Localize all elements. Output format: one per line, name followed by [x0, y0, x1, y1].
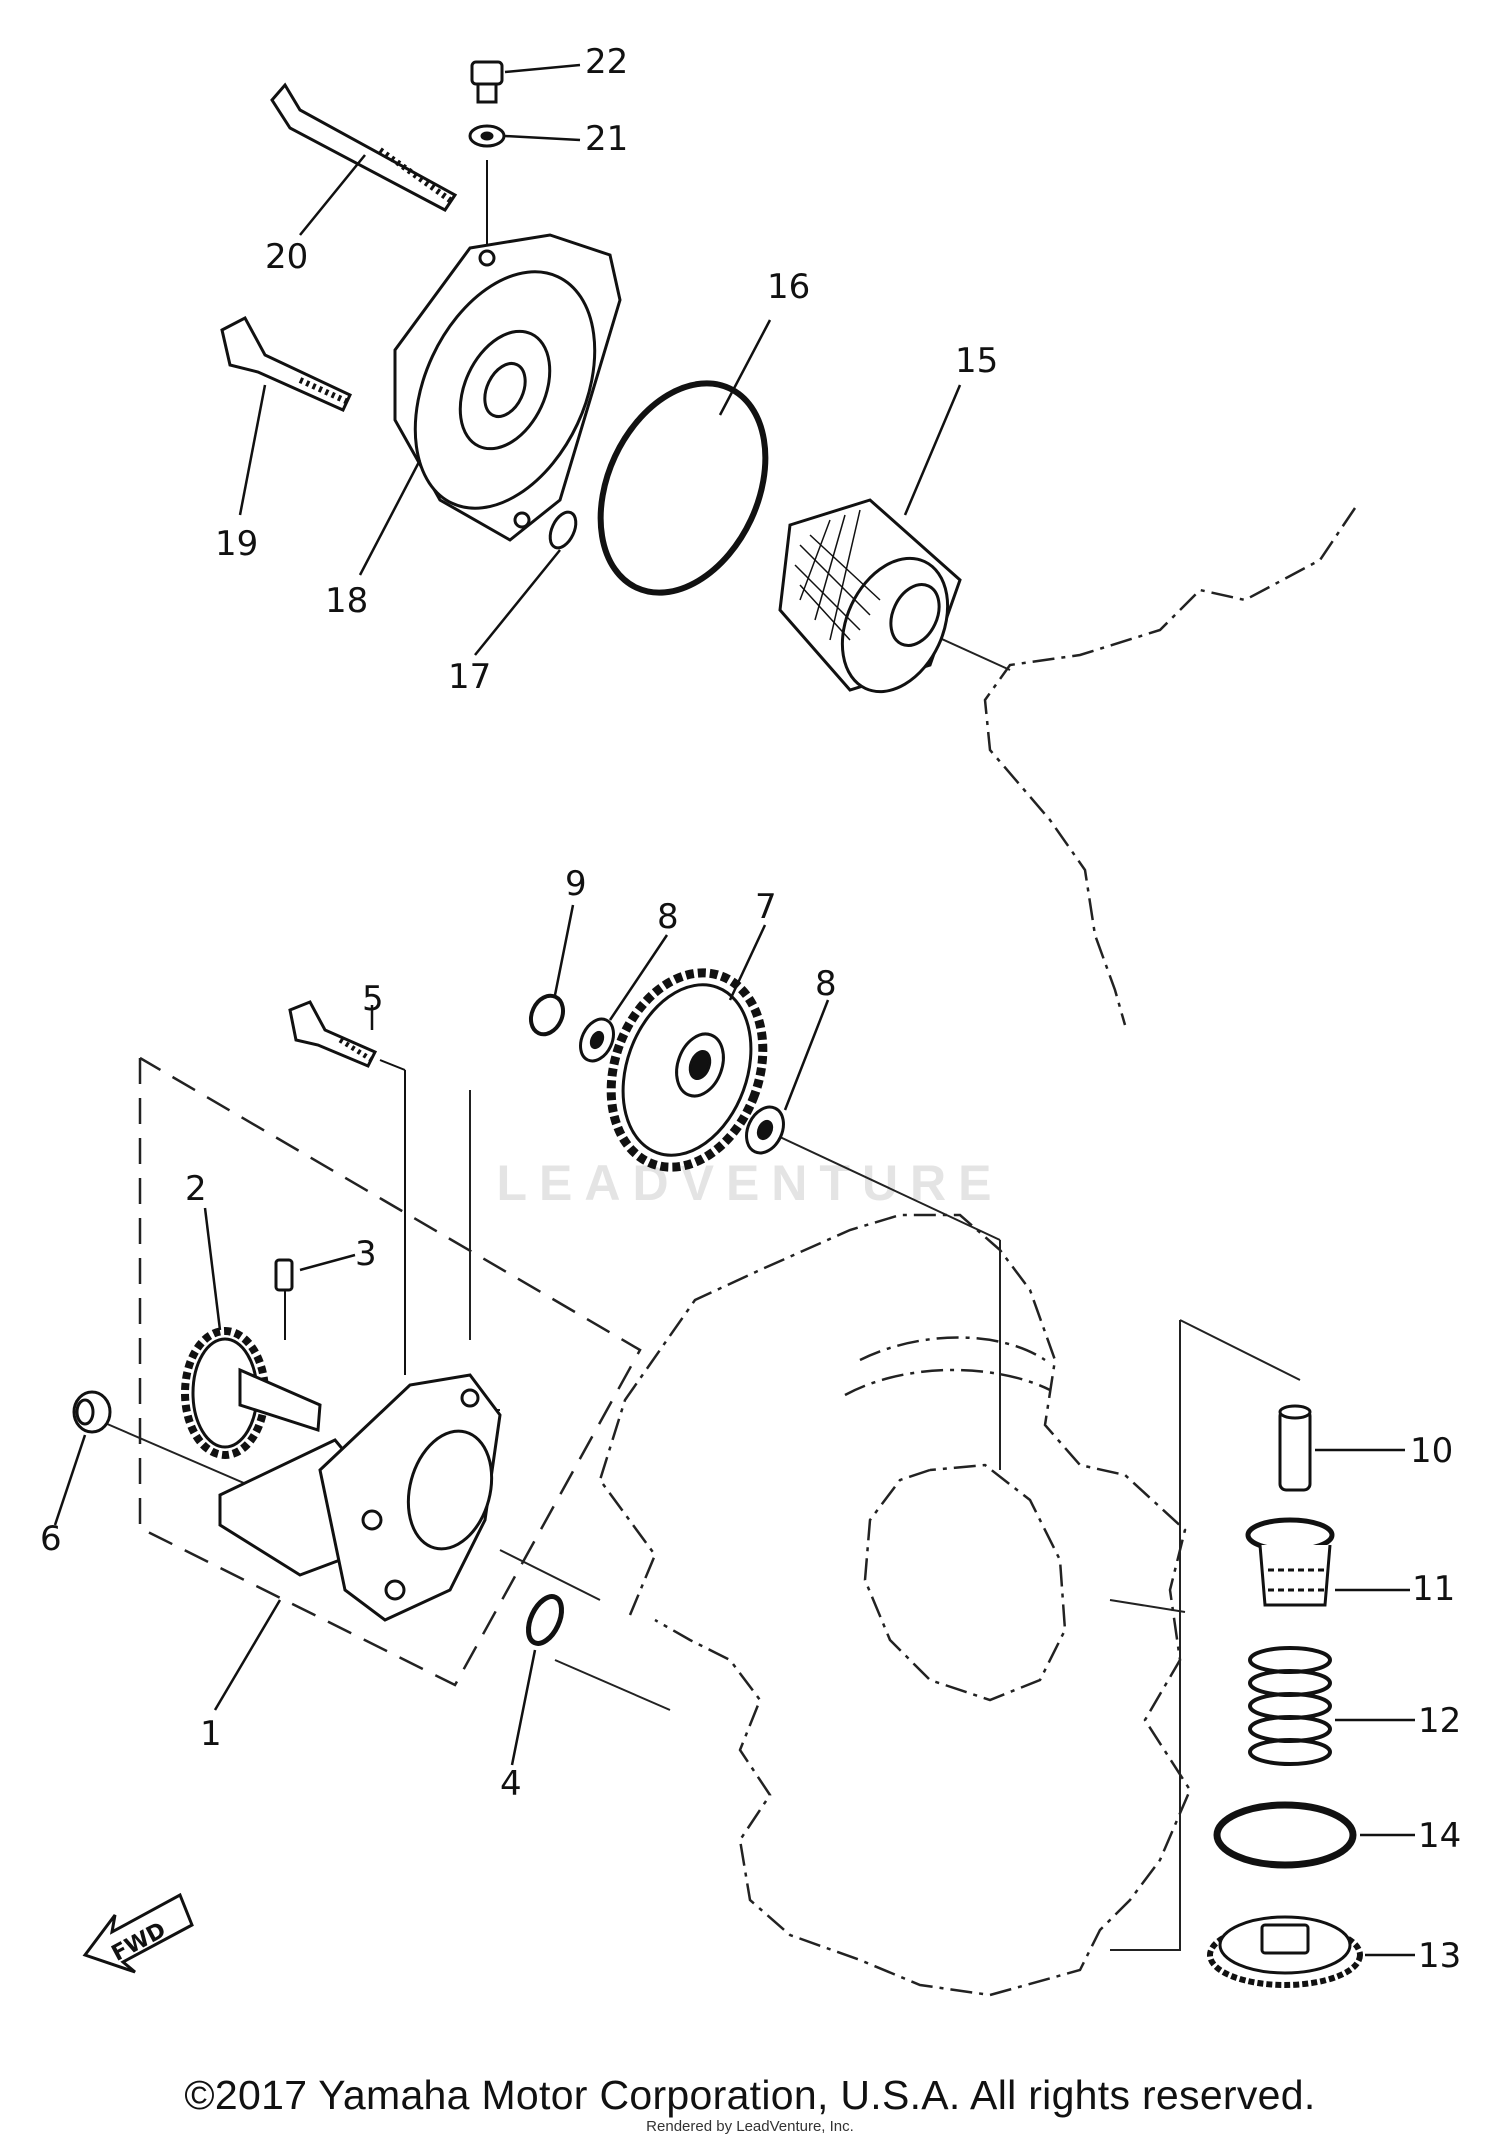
callout-8a: 8	[657, 897, 679, 937]
callout-21: 21	[585, 119, 628, 159]
pump-assembly-box	[138, 1056, 642, 1687]
crankcase-outline	[598, 507, 1357, 1997]
fwd-arrow-icon: FWD	[82, 1892, 194, 1974]
strainer-11	[1245, 1517, 1335, 1607]
callout-2: 2	[185, 1169, 207, 1209]
callout-22: 22	[585, 42, 628, 82]
callout-16: 16	[767, 267, 810, 307]
callout-12: 12	[1418, 1701, 1461, 1741]
callout-9: 9	[565, 864, 587, 904]
pin-3	[274, 1258, 294, 1292]
circlip-9	[528, 993, 566, 1037]
bolt-19	[220, 315, 352, 412]
callout-17: 17	[448, 657, 491, 697]
bushing-6	[72, 1390, 112, 1434]
callout-4: 4	[500, 1764, 522, 1804]
spring-12	[1248, 1646, 1332, 1766]
pump-gear-2	[181, 1327, 322, 1459]
snap-ring-4	[525, 1594, 565, 1646]
callout-6: 6	[40, 1519, 62, 1559]
oil-pump-1	[218, 1373, 502, 1622]
callout-15: 15	[955, 341, 998, 381]
o-ring-16	[597, 380, 769, 596]
callout-labels: 22 21 20 19 18 17 16 15 9 8 7 8 5 2 3 6 …	[40, 42, 1461, 1976]
rendered-by-notice: Rendered by LeadVenture, Inc.	[646, 2118, 854, 2135]
washer-8a	[579, 1017, 615, 1063]
callout-leaders	[53, 63, 1415, 1957]
drain-plug-13	[1207, 1915, 1363, 1988]
o-ring-14	[1213, 1801, 1357, 1869]
callout-3: 3	[355, 1234, 377, 1274]
washer-8b	[745, 1105, 785, 1155]
watermark: LEADVENTURE	[496, 1155, 1003, 1211]
callout-5: 5	[362, 979, 384, 1019]
callout-19: 19	[215, 524, 258, 564]
oil-filter-15	[778, 498, 962, 694]
callout-1: 1	[200, 1714, 222, 1754]
bolt-22	[470, 60, 504, 104]
callout-10: 10	[1410, 1431, 1453, 1471]
long-bolt-20	[270, 82, 458, 212]
callout-7: 7	[755, 887, 777, 927]
callout-14: 14	[1418, 1816, 1461, 1856]
gear-7	[606, 968, 768, 1172]
callout-13: 13	[1418, 1936, 1461, 1976]
bolt-5	[288, 1000, 378, 1068]
filter-cover-18	[393, 233, 622, 542]
o-ring-17	[548, 510, 578, 550]
callout-20: 20	[265, 237, 308, 277]
callout-11: 11	[1412, 1569, 1455, 1609]
plug-10	[1278, 1404, 1312, 1492]
copyright-notice: ©2017 Yamaha Motor Corporation, U.S.A. A…	[184, 2072, 1316, 2118]
washer-21	[468, 124, 506, 148]
callout-18: 18	[325, 581, 368, 621]
callout-8b: 8	[815, 964, 837, 1004]
